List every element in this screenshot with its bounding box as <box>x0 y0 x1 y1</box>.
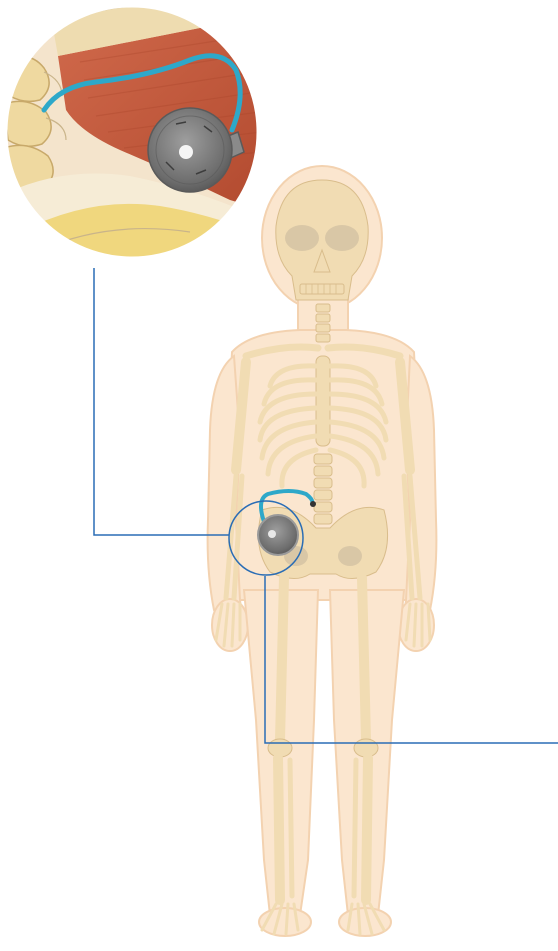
left-fibula <box>354 760 356 896</box>
child-body <box>208 166 437 936</box>
right-fibula <box>290 760 292 896</box>
right-eye-socket <box>285 225 319 251</box>
zoom-detail <box>0 0 264 264</box>
left-femur <box>362 578 366 740</box>
catheter-tip <box>310 501 316 507</box>
right-femur <box>280 578 284 740</box>
pump-device <box>258 515 298 555</box>
right-tibia <box>278 758 280 900</box>
left-obturator <box>338 546 362 566</box>
zoom-pump-port <box>179 145 193 159</box>
sternum <box>316 356 330 446</box>
pump-port <box>268 530 276 538</box>
teeth <box>300 284 344 294</box>
left-eye-socket <box>325 225 359 251</box>
left-tibia <box>366 758 368 900</box>
